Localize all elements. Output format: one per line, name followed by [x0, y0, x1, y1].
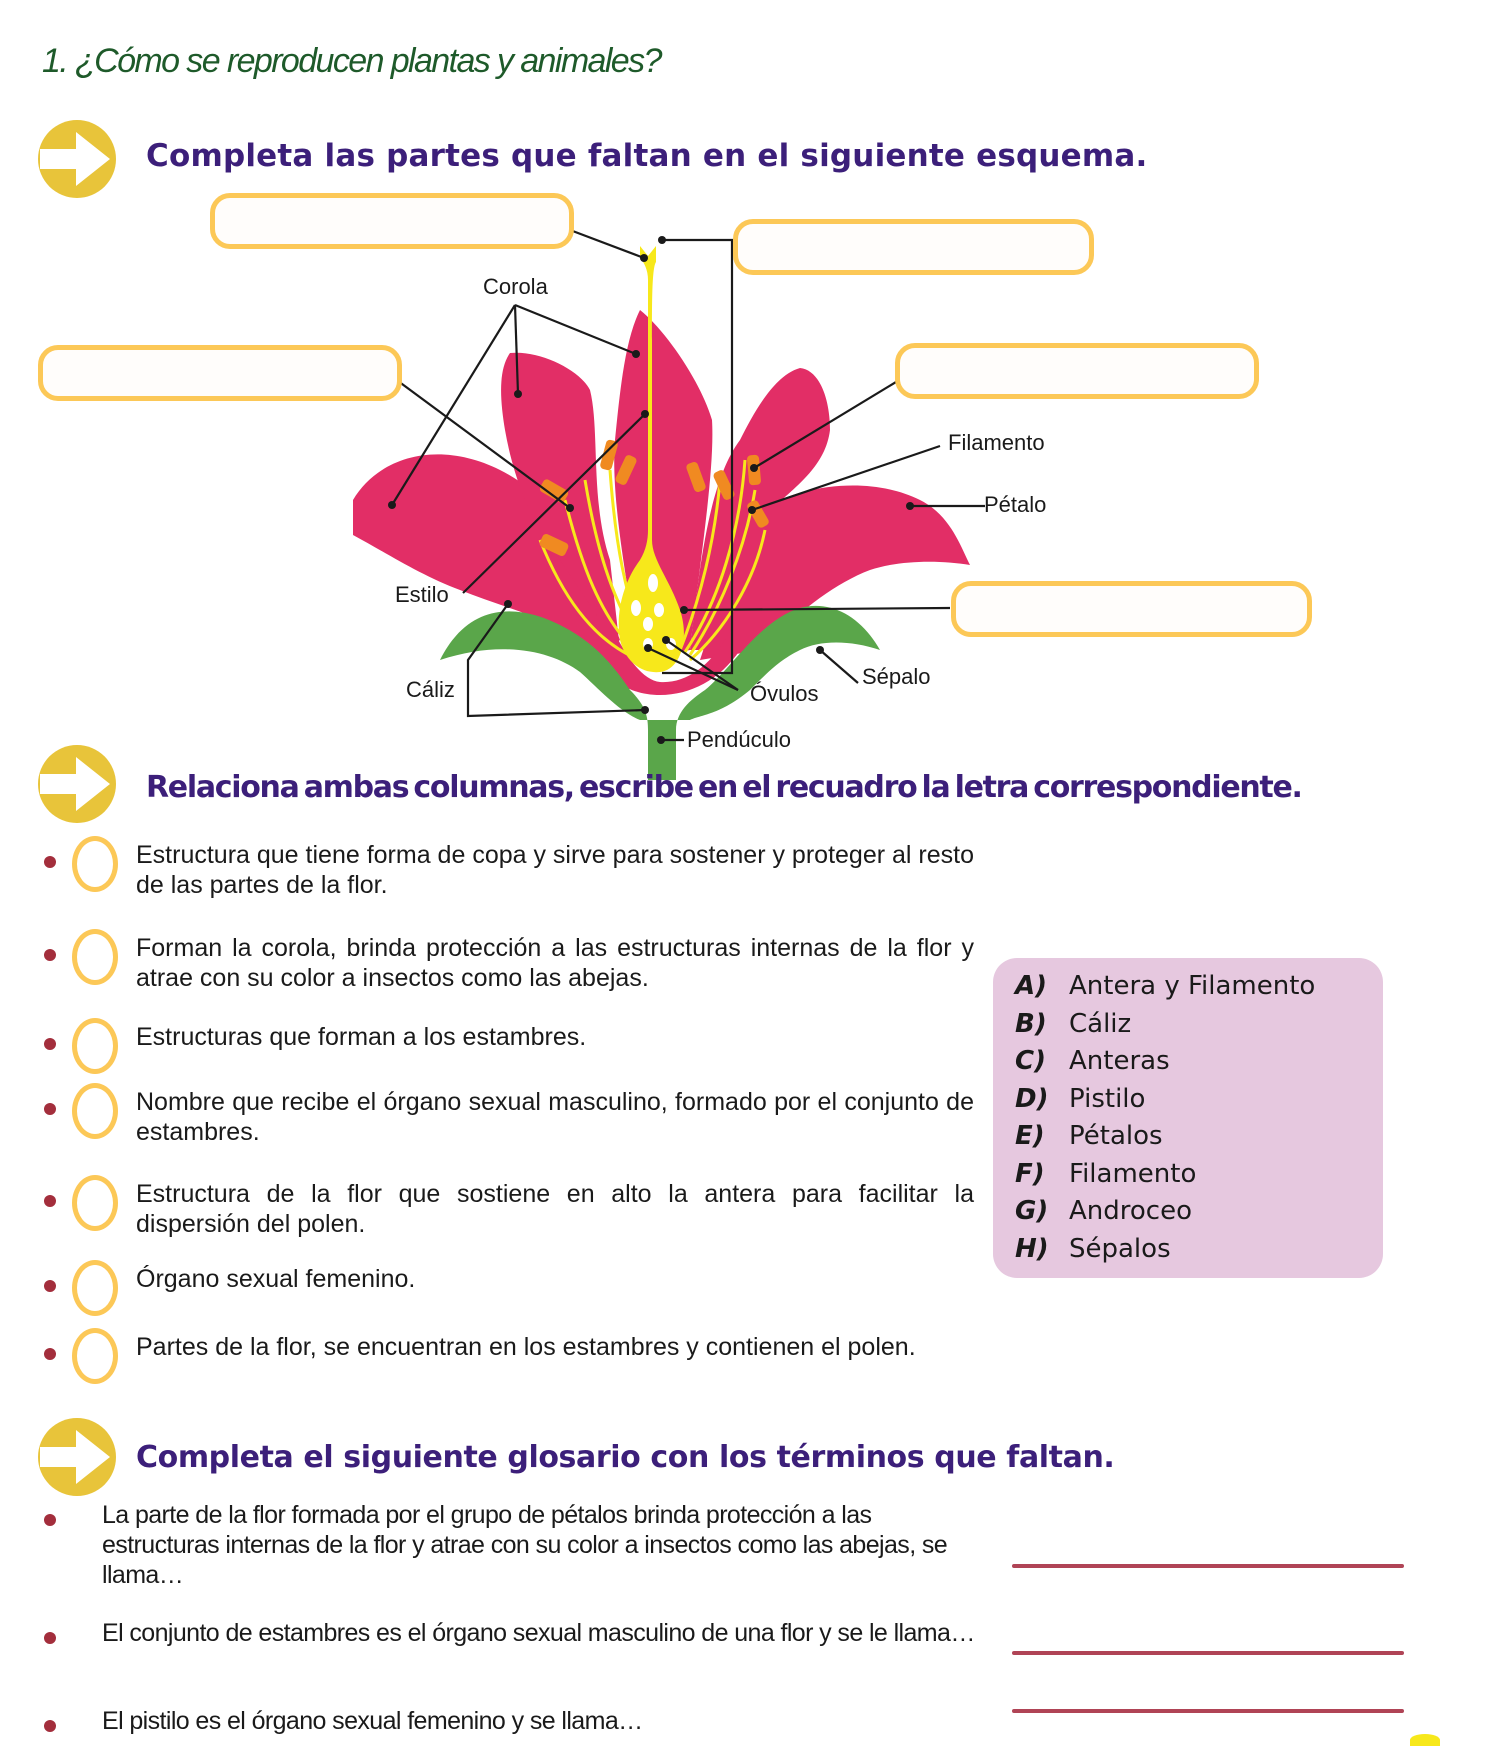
petal-right-lower — [700, 485, 970, 660]
label-caliz: Cáliz — [406, 677, 455, 702]
blank-box-stamen[interactable] — [38, 345, 402, 401]
bullet-icon — [44, 1195, 56, 1207]
section-heading-glossary: Completa el siguiente glosario con los t… — [136, 1440, 1115, 1475]
label-corola: Corola — [483, 274, 548, 299]
answer-circle[interactable] — [72, 836, 118, 892]
option-b: B)Cáliz — [1015, 1008, 1132, 1039]
arrow-right-circle-icon — [38, 120, 116, 198]
option-d: D)Pistilo — [1015, 1083, 1146, 1114]
label-petalo: Pétalo — [984, 492, 1047, 517]
blank-box-stigma[interactable] — [210, 193, 574, 249]
match-item: Forman la corola, brinda protección a la… — [44, 929, 974, 993]
match-item: Órgano sexual femenino. — [44, 1260, 974, 1316]
options-box: A)Antera y Filamento B)Cáliz C)Anteras D… — [993, 958, 1383, 1278]
bullet-icon — [44, 1720, 56, 1732]
answer-circle[interactable] — [72, 1175, 118, 1231]
answer-circle[interactable] — [72, 1083, 118, 1139]
match-item-text: Partes de la flor, se encuentran en los … — [136, 1333, 916, 1361]
option-f: F)Filamento — [1015, 1158, 1197, 1189]
match-item-text: Órgano sexual femenino. — [136, 1265, 416, 1293]
match-item-text: Forman la corola, brinda protección a la… — [136, 934, 974, 992]
section-heading-diagram: Completa las partes que faltan en el sig… — [146, 138, 1148, 174]
label-ovulos: Óvulos — [750, 681, 819, 706]
glossary-item: El conjunto de estambres es el órgano se… — [44, 1618, 994, 1648]
leader-lines — [391, 228, 985, 742]
bullet-icon — [44, 1348, 56, 1360]
label-estilo: Estilo — [395, 582, 449, 607]
glossary-answer-line[interactable] — [1012, 1564, 1404, 1568]
glossary-item-text: La parte de la flor formada por el grupo… — [102, 1501, 948, 1589]
option-g: G)Androceo — [1015, 1196, 1192, 1226]
answer-circle[interactable] — [72, 1018, 118, 1074]
match-item: Estructura de la flor que sostiene en al… — [44, 1175, 974, 1239]
option-c: C)Anteras — [1015, 1046, 1170, 1076]
match-item-text: Estructuras que forman a los estambres. — [136, 1023, 587, 1051]
arrow-right-circle-icon — [38, 745, 116, 823]
option-h: H)Sépalos — [1015, 1233, 1171, 1264]
bullet-icon — [44, 1514, 56, 1526]
glossary-answer-line[interactable] — [1012, 1709, 1404, 1713]
answer-circle[interactable] — [72, 1260, 118, 1316]
petal-left-lower — [353, 454, 620, 655]
bullet-icon — [44, 1103, 56, 1115]
option-e: E)Pétalos — [1015, 1121, 1163, 1151]
answer-circle[interactable] — [72, 929, 118, 985]
glossary-item: El pistilo es el órgano sexual femenino … — [44, 1706, 994, 1736]
blank-box-pistil[interactable] — [733, 219, 1094, 275]
sepals-and-stem — [440, 605, 880, 780]
match-item: Estructura que tiene forma de copa y sir… — [44, 836, 974, 900]
corner-decoration — [1410, 1734, 1440, 1746]
section-heading-match: Relaciona ambas columnas, escribe en el … — [146, 770, 1303, 805]
flower-diagram — [353, 228, 985, 780]
glossary-answer-line[interactable] — [1012, 1651, 1404, 1655]
glossary-item-text: El pistilo es el órgano sexual femenino … — [102, 1707, 643, 1735]
pistil — [618, 246, 684, 673]
glossary-item: La parte de la flor formada por el grupo… — [44, 1500, 994, 1590]
match-item-text: Estructura de la flor que sostiene en al… — [136, 1180, 974, 1238]
answer-circle[interactable] — [72, 1328, 118, 1384]
bullet-icon — [44, 1280, 56, 1292]
label-penduculo: Pendúculo — [687, 727, 791, 752]
label-sepalo: Sépalo — [862, 664, 931, 689]
match-item-text: Nombre que recibe el órgano sexual mascu… — [136, 1088, 974, 1146]
blank-box-ovary[interactable] — [951, 581, 1312, 637]
arrow-right-circle-icon — [38, 1418, 116, 1496]
match-item: Nombre que recibe el órgano sexual mascu… — [44, 1083, 974, 1147]
match-item: Estructuras que forman a los estambres. — [44, 1018, 974, 1074]
match-item: Partes de la flor, se encuentran en los … — [44, 1328, 974, 1384]
blank-box-anther[interactable] — [895, 343, 1259, 399]
match-item-text: Estructura que tiene forma de copa y sir… — [136, 841, 974, 899]
bullet-icon — [44, 1632, 56, 1644]
glossary-item-text: El conjunto de estambres es el órgano se… — [102, 1619, 975, 1647]
page-title: 1. ¿Cómo se reproducen plantas y animale… — [42, 42, 662, 80]
bullet-icon — [44, 1038, 56, 1050]
bullet-icon — [44, 949, 56, 961]
option-a: A)Antera y Filamento — [1015, 971, 1316, 1001]
label-filamento: Filamento — [948, 430, 1045, 455]
bullet-icon — [44, 856, 56, 868]
